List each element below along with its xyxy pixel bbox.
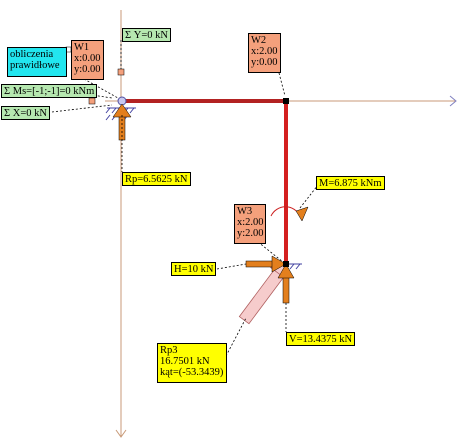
- reaction-rp-arrow: [112, 103, 132, 141]
- status-line-1: obliczenia: [10, 49, 54, 60]
- x-axis-arrowhead: [449, 95, 457, 107]
- reaction-h-value: H=10 kN: [171, 262, 217, 276]
- moment-m-value: M=6.875 kNm: [316, 176, 385, 190]
- frame-beams: [122, 99, 288, 264]
- node-w2-name: W2: [251, 35, 267, 46]
- y-axis-arrowhead: [115, 429, 127, 438]
- sum-y-label: Σ Y=0 kN: [122, 28, 171, 42]
- node-w2-y: y:0.00: [251, 57, 278, 68]
- node-w1-label[interactable]: W1 x:0.00 y:0.00: [71, 40, 104, 80]
- rp3-name: Rp3: [160, 345, 178, 356]
- moment-arrow: [270, 206, 309, 222]
- node-w1-x: x:0.00: [74, 53, 101, 64]
- sum-ms-pointer: [88, 97, 96, 105]
- sum-x-label: Σ X=0 kN: [1, 106, 50, 120]
- reaction-v-value: V=13.4375 kN: [286, 332, 356, 346]
- calculation-status-box: obliczenia prawidłowe: [7, 47, 67, 77]
- node-w3-y: y:2.00: [237, 228, 264, 239]
- node-w2-label[interactable]: W2 x:2.00 y:0.00: [248, 33, 281, 73]
- node-w3-label[interactable]: W3 x:2.00 y:2.00: [234, 204, 266, 244]
- reaction-rp-value: Rp=6.5625 kN: [122, 172, 191, 186]
- support-w1[interactable]: [105, 96, 136, 121]
- rp3-magnitude: 16.7501 kN: [160, 356, 210, 367]
- node-w3-name: W3: [237, 206, 253, 217]
- sum-ms-label: Σ Ms=[-1;-1]=0 kNm: [1, 84, 98, 98]
- reaction-rp3-value: Rp3 16.7501 kN kąt=(-53.3439): [157, 343, 227, 383]
- node-w1-name: W1: [74, 42, 90, 53]
- node-w3-x: x:2.00: [237, 217, 264, 228]
- rp3-angle: kąt=(-53.3439): [160, 367, 224, 378]
- status-line-2: prawidłowe: [10, 60, 60, 71]
- node-w2-x: x:2.00: [251, 46, 278, 57]
- node-w2-marker[interactable]: [283, 98, 289, 104]
- node-w1-y: y:0.00: [74, 64, 101, 75]
- sum-y-pointer: [117, 68, 125, 76]
- node-w3-marker[interactable]: [283, 261, 289, 267]
